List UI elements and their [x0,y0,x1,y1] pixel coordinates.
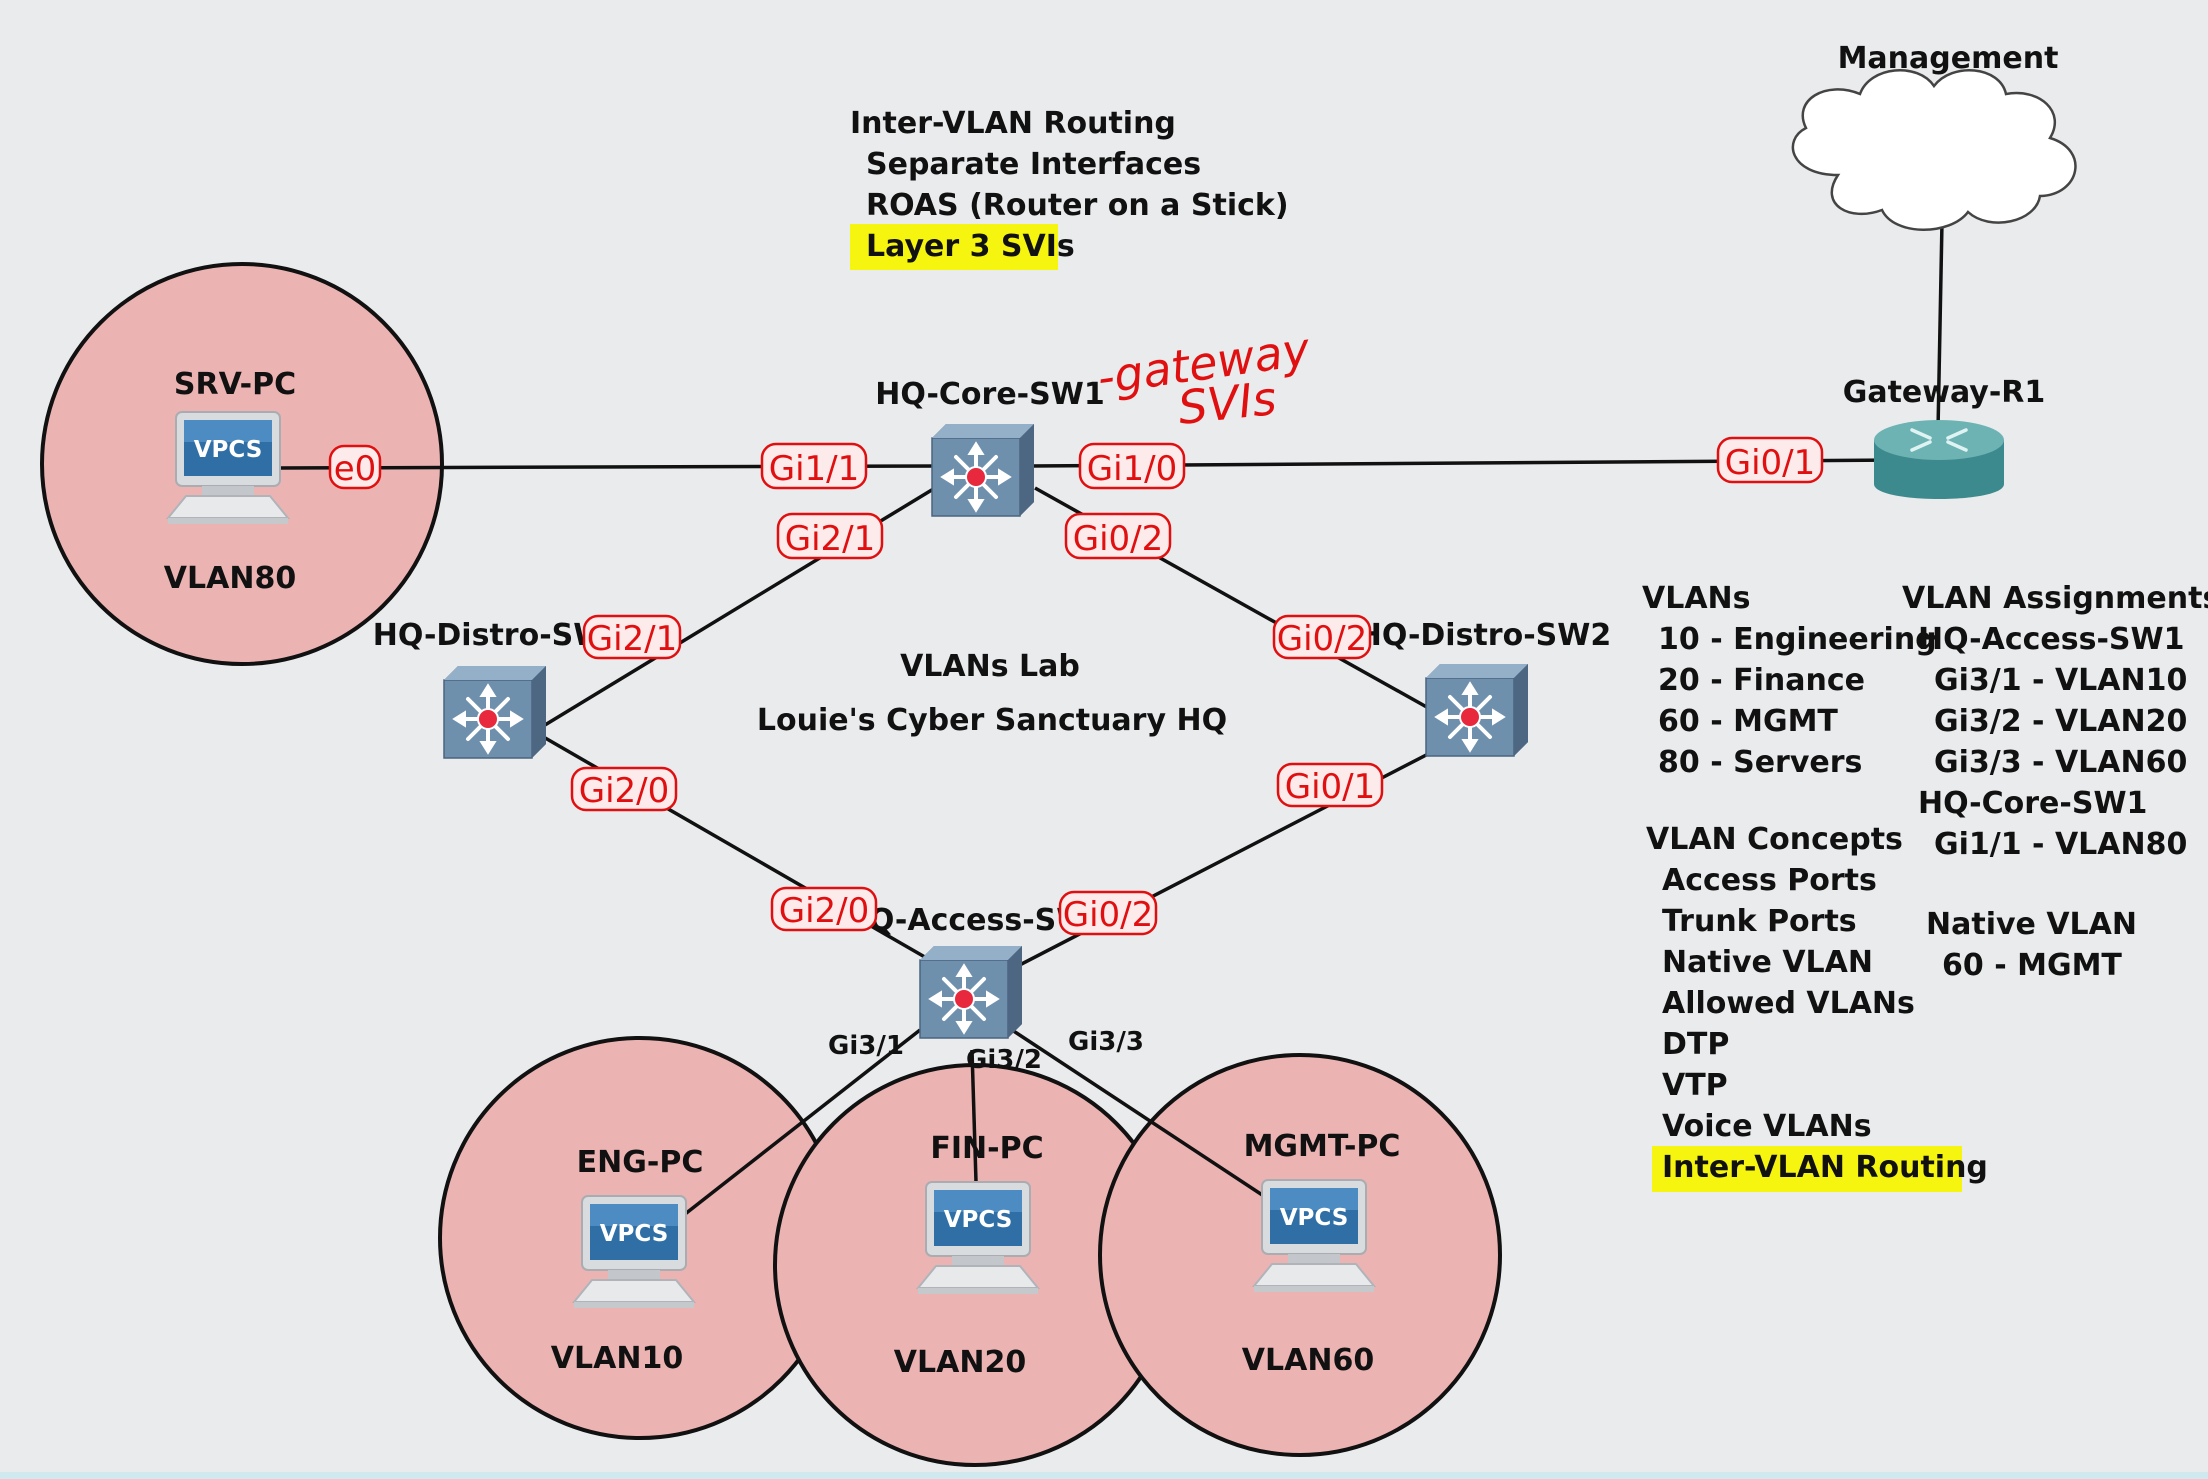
port-acc-gi02: Gi0/2 [1063,895,1154,935]
gateway-router-icon[interactable] [1874,420,2004,499]
concepts-item-8: Inter-VLAN Routing [1662,1150,1988,1185]
link-access-mgmt [1011,1028,1286,1212]
port-core-gi10: Gi1/0 [1087,449,1178,489]
routing-item-3: Layer 3 SVIs [866,229,1075,264]
vlan80-label: VLAN80 [164,561,296,596]
vlans-item-3: 60 - MGMT [1658,704,1838,739]
inter-vlan-routing-highlight [1652,1146,1962,1192]
fin-pc-label: FIN-PC [930,1131,1043,1166]
distro2-switch-icon[interactable] [1424,662,1530,758]
vlan60-label: VLAN60 [1242,1343,1374,1378]
port-d1-gi21: Gi2/1 [587,619,678,659]
core-switch-icon[interactable] [930,422,1036,518]
concepts-item-6: VTP [1662,1068,1728,1103]
assignments-switch1: HQ-Access-SW1 [1918,622,2184,657]
link-router-cloud [1936,221,1944,431]
fin-pc-vpcs-label: VPCS [944,1207,1013,1233]
vlans-item-4: 80 - Servers [1658,745,1862,780]
port-core-gi11: Gi1/1 [769,449,860,489]
srv-pc-vpcs-label: VPCS [194,437,263,463]
vlan10-label: VLAN10 [551,1341,683,1376]
port-d1-gi20: Gi2/0 [579,771,670,811]
port-acc-gi20: Gi2/0 [779,891,870,931]
vlans-item-1: 10 - Engineering [1658,622,1937,657]
distro2-switch-label: HQ-Distro-SW2 [1357,618,1611,653]
management-cloud-icon [1791,69,2077,231]
handwritten-svis-note: SVIs [1176,371,1279,435]
vlans-title: VLANs [1642,581,1751,616]
routing-title: Inter-VLAN Routing [850,106,1176,141]
bottom-border [0,1472,2208,1479]
mgmt-pc-label: MGMT-PC [1244,1129,1401,1164]
routing-item-1: Separate Interfaces [866,147,1201,182]
access-switch-icon[interactable] [918,944,1024,1040]
port-d2-gi01: Gi0/1 [1285,767,1376,807]
native-vlan-value: 60 - MGMT [1942,948,2122,983]
cloud-label: Management [1838,41,2059,76]
port-core-gi21: Gi2/1 [785,519,876,559]
fin-pc-icon[interactable] [917,1181,1039,1295]
assignments-switch1-item-1: Gi3/1 - VLAN10 [1934,663,2187,698]
concepts-item-2: Trunk Ports [1662,904,1857,939]
eng-pc-vpcs-label: VPCS [600,1221,669,1247]
layer3-svis-highlight [850,224,1058,270]
core-switch-label: HQ-Core-SW1 [875,377,1104,412]
assignments-switch1-item-3: Gi3/3 - VLAN60 [1934,745,2187,780]
assignments-switch1-item-2: Gi3/2 - VLAN20 [1934,704,2187,739]
concepts-item-7: Voice VLANs [1662,1109,1872,1144]
mgmt-pc-vpcs-label: VPCS [1280,1205,1349,1231]
port-srv-e0: e0 [334,449,377,489]
assignments-switch2: HQ-Core-SW1 [1918,786,2147,821]
router-label: Gateway-R1 [1843,375,2046,410]
concepts-title: VLAN Concepts [1646,822,1903,857]
port-core-gi02: Gi0/2 [1073,519,1164,559]
srv-pc-label: SRV-PC [174,367,296,402]
mgmt-pc-icon[interactable] [1253,1179,1375,1293]
srv-pc-icon[interactable] [167,411,289,525]
distro1-switch-icon[interactable] [442,664,548,760]
concepts-item-4: Allowed VLANs [1662,986,1915,1021]
vlan20-label: VLAN20 [894,1345,1026,1380]
assignments-switch2-item-1: Gi1/1 - VLAN80 [1934,827,2187,862]
lab-subtitle: Louie's Cyber Sanctuary HQ [757,703,1227,738]
port-acc-gi32: Gi3/2 [966,1045,1042,1075]
native-vlan-title: Native VLAN [1926,907,2137,942]
assignments-title: VLAN Assignments [1902,581,2208,616]
port-r1-gi01: Gi0/1 [1725,443,1816,483]
port-acc-gi31: Gi3/1 [828,1031,904,1061]
vlans-item-2: 20 - Finance [1658,663,1865,698]
eng-pc-icon[interactable] [573,1195,695,1309]
link-access-eng [678,1028,922,1220]
eng-pc-label: ENG-PC [577,1145,704,1180]
concepts-item-5: DTP [1662,1027,1729,1062]
routing-item-2: ROAS (Router on a Stick) [866,188,1289,223]
port-acc-gi33: Gi3/3 [1068,1027,1144,1057]
concepts-item-1: Access Ports [1662,863,1877,898]
lab-title: VLANs Lab [900,649,1080,684]
port-d2-gi02: Gi0/2 [1277,619,1368,659]
concepts-item-3: Native VLAN [1662,945,1873,980]
